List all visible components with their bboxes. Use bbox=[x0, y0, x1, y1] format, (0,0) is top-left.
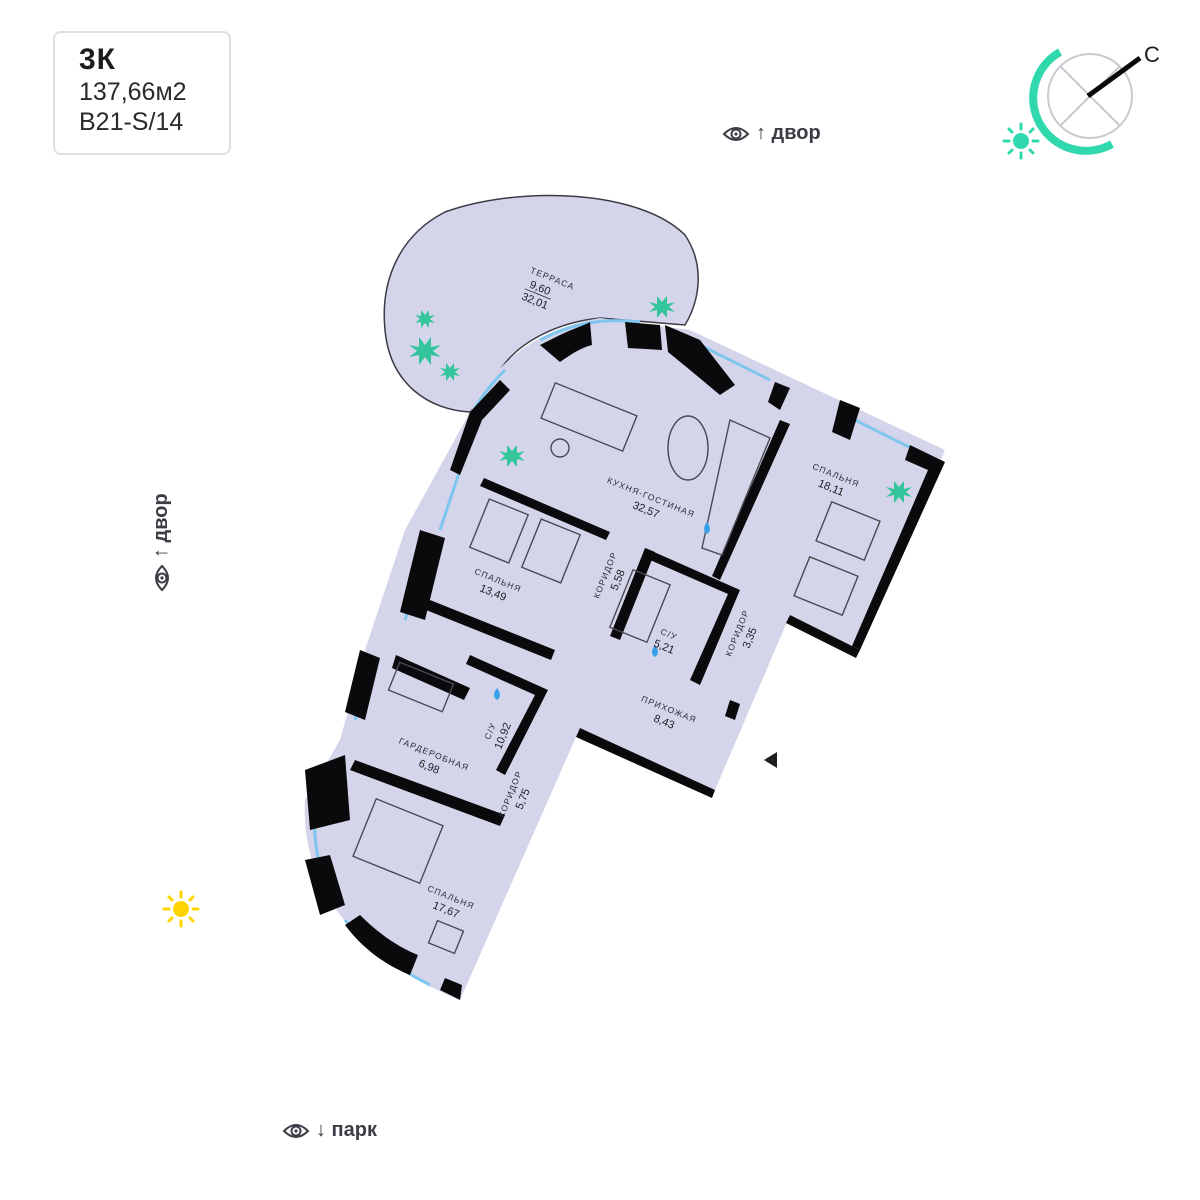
water-drops bbox=[494, 522, 710, 700]
north-label: С bbox=[1144, 42, 1160, 67]
apartment-rooms: 3К bbox=[79, 43, 116, 76]
bed-single-2 bbox=[520, 518, 582, 584]
plant-icon bbox=[440, 363, 460, 381]
water-drop-icon bbox=[704, 522, 710, 534]
view-label-courtyard-top: ↑ двор bbox=[722, 122, 821, 145]
apartment-code: B21-S/14 bbox=[79, 108, 184, 136]
plant-icon bbox=[886, 481, 912, 503]
sun-south-icon bbox=[162, 890, 200, 928]
compass: С bbox=[1029, 42, 1160, 155]
plant-icon bbox=[415, 310, 435, 328]
plant-icon bbox=[409, 337, 441, 365]
bathtub-center bbox=[608, 568, 672, 644]
coffee-table bbox=[550, 438, 570, 458]
view-top-text: ↑ двор bbox=[756, 122, 821, 144]
eye-icon bbox=[282, 1123, 310, 1138]
plants bbox=[409, 296, 912, 503]
sofa bbox=[540, 381, 638, 453]
furniture bbox=[352, 381, 881, 955]
bathtub-west bbox=[387, 661, 455, 713]
dining-table bbox=[667, 415, 709, 481]
bed-single-4 bbox=[793, 555, 859, 617]
bed-double bbox=[352, 797, 444, 885]
armchair bbox=[427, 919, 465, 955]
apartment-floor bbox=[304, 318, 946, 1000]
area-divider bbox=[524, 288, 551, 300]
terrace-floor bbox=[383, 194, 699, 413]
apartment-info-card: 3К 137,66м2 B21-S/14 bbox=[53, 31, 231, 155]
sun-north-icon bbox=[1002, 122, 1040, 160]
plant-icon bbox=[649, 296, 675, 318]
water-drop-icon bbox=[652, 645, 658, 657]
view-bottom-text: ↓ парк bbox=[316, 1119, 377, 1141]
entrance-arrow-icon bbox=[764, 752, 777, 768]
apartment-area: 137,66м2 bbox=[79, 78, 187, 106]
plant-icon bbox=[499, 445, 525, 467]
water-drop-icon bbox=[494, 688, 500, 700]
bed-single-3 bbox=[815, 500, 881, 562]
eye-icon bbox=[722, 126, 750, 141]
kitchen-counter bbox=[701, 419, 771, 556]
bed-single-1 bbox=[468, 498, 530, 564]
view-label-courtyard-left: ↑ двор bbox=[150, 493, 173, 592]
eye-icon bbox=[154, 564, 169, 592]
sunlight-arc bbox=[1029, 48, 1114, 155]
view-label-park: ↓ парк bbox=[282, 1119, 377, 1142]
north-needle bbox=[1086, 55, 1142, 99]
